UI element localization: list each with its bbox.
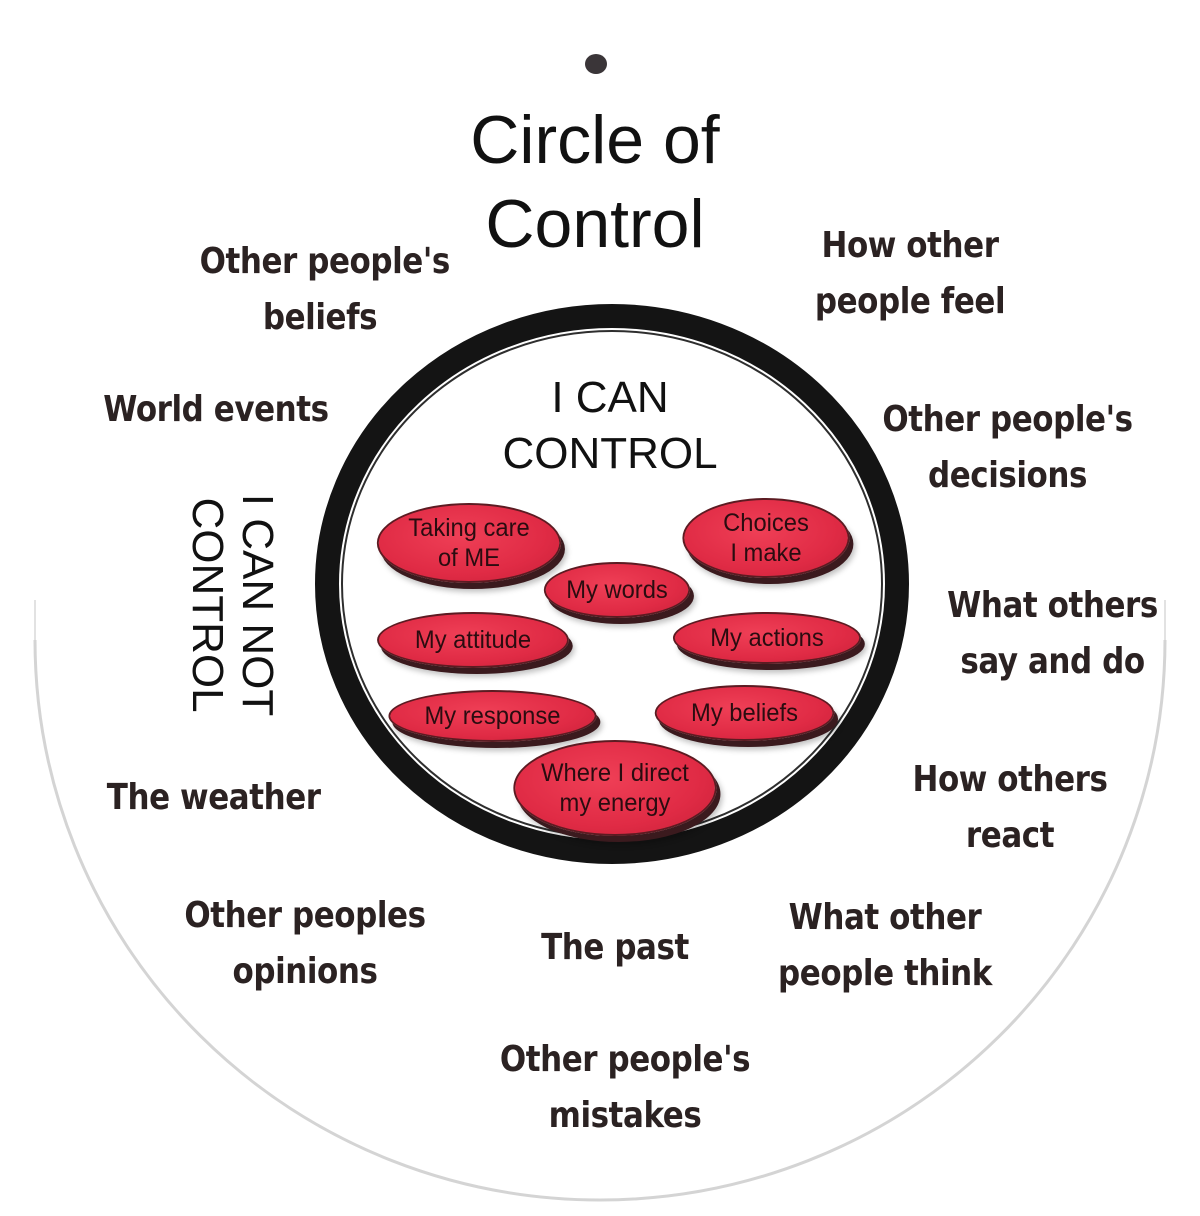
i-can-not-control-line2: CONTROL (183, 497, 232, 713)
board-edge (33, 639, 1167, 1202)
outer-item-line1: The weather (106, 777, 321, 818)
pill-label: My attitude (414, 626, 532, 654)
outer-item-others-decisions: Other people's decisions (881, 392, 1135, 504)
outer-item-others-beliefs: Other people's beliefs (199, 234, 451, 346)
pill-words: My words (543, 562, 691, 618)
pill-attitude: My attitude (377, 612, 569, 668)
outer-item-line1: Other peoples (184, 895, 426, 936)
inner-ring-edge (341, 330, 883, 838)
pill-actions: My actions (672, 612, 862, 664)
pill-label: my energy (559, 789, 671, 817)
i-can-control-line1: I CAN (551, 373, 669, 422)
pill-response: My response (388, 690, 597, 742)
pill-taking-care: Taking care of ME (376, 503, 562, 583)
outer-item-world-events: World events (103, 382, 329, 438)
outer-item-line2: say and do (960, 641, 1145, 682)
outer-item-line2: mistakes (548, 1095, 702, 1136)
outer-item-line2: decisions (927, 455, 1088, 496)
outer-item-line2: react (965, 815, 1055, 856)
outer-item-weather: The weather (106, 770, 321, 826)
i-can-control-heading: I CAN CONTROL (450, 370, 770, 482)
outer-item-line1: How other (821, 225, 999, 266)
pill-label: I make (730, 539, 802, 567)
outer-item-past: The past (533, 920, 696, 976)
pill-label: Choices (723, 509, 809, 537)
outer-item-line1: How others (912, 759, 1108, 800)
board-title-line1: Circle of (470, 102, 720, 178)
pill-label: Taking care (408, 514, 530, 542)
outer-item-line2: people feel (814, 281, 1006, 322)
outer-item-line2: opinions (232, 951, 378, 992)
pill-choices: Choices I make (682, 498, 850, 578)
pill-label: My response (424, 702, 561, 730)
board-title-line2: Control (485, 186, 705, 262)
i-can-not-control-line1: I CAN NOT (233, 493, 282, 717)
pill-beliefs: My beliefs (654, 685, 835, 741)
outer-item-line1: The past (541, 927, 689, 968)
pill-label: My beliefs (691, 699, 798, 727)
pill-energy: Where I direct my energy (513, 740, 717, 836)
outer-item-line1: What other (788, 897, 982, 938)
outer-item-others-think: What other people think (773, 890, 997, 1002)
outer-item-line1: What others (947, 585, 1158, 626)
outer-item-line1: World events (103, 389, 329, 430)
outer-item-others-feel: How other people feel (807, 218, 1013, 330)
pill-label: Where I direct (541, 759, 689, 787)
pill-label: of ME (437, 544, 501, 572)
hanging-hole (585, 54, 607, 74)
outer-item-line2: beliefs (262, 297, 378, 338)
outer-item-line2: people think (778, 953, 992, 994)
outer-item-line1: Other people's (199, 241, 451, 282)
outer-item-others-react: How others react (903, 752, 1118, 864)
outer-item-others-mistakes: Other people's mistakes (496, 1032, 754, 1144)
board-title: Circle of Control (420, 98, 770, 266)
outer-item-others-say-do: What others say and do (939, 578, 1167, 690)
outer-item-others-opinions: Other peoples opinions (180, 888, 429, 1000)
outer-item-line1: Other people's (499, 1039, 751, 1080)
i-can-control-line2: CONTROL (502, 429, 718, 478)
pill-label: My words (566, 576, 668, 604)
pill-label: My actions (710, 624, 824, 652)
outer-item-line1: Other people's (882, 399, 1133, 440)
